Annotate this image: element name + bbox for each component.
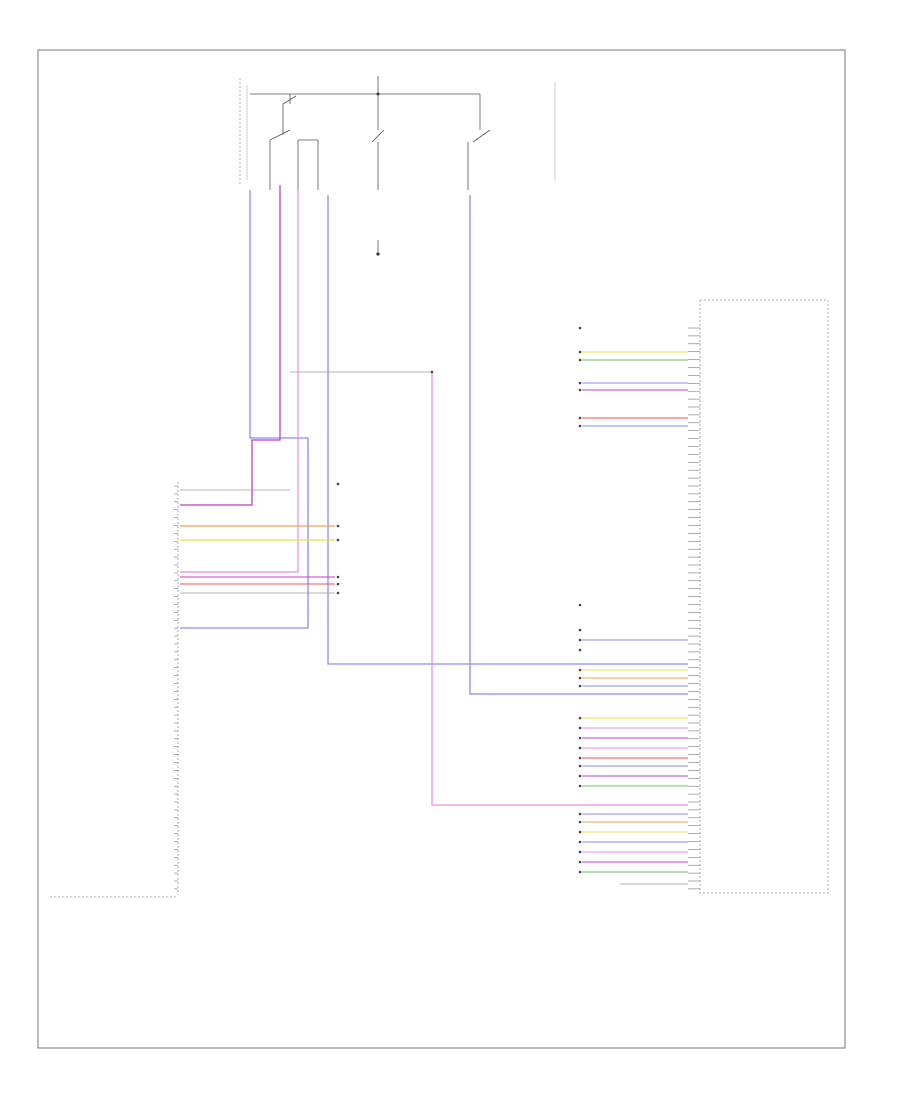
connector-dots [336, 326, 582, 874]
left-module [50, 482, 179, 898]
ignition-switch-group [239, 76, 556, 256]
diagram-frame [37, 49, 846, 1049]
right-module [688, 299, 829, 894]
left-module-pins [174, 485, 178, 890]
wires [180, 185, 688, 885]
right-module-pins [688, 327, 700, 890]
